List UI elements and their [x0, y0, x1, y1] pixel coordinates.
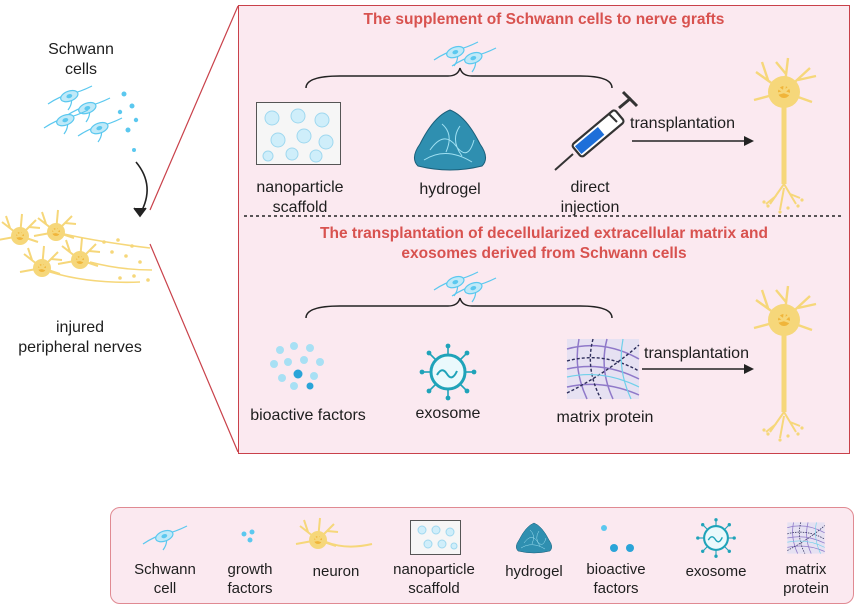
- injured-nerves-icon: [0, 209, 153, 284]
- bioactive-factors-icon: [270, 342, 324, 390]
- injured-nerves-label: injured peripheral nerves: [18, 319, 142, 356]
- top-neuron-icon: [748, 50, 828, 210]
- bottom-item-label-2: exosome: [415, 405, 481, 422]
- legend-label-2: growth factors: [227, 561, 273, 597]
- legend-neuron-icon: [295, 517, 373, 550]
- bottom-neuron-icon: [748, 278, 828, 438]
- legend-label-7: exosome: [685, 563, 747, 580]
- legend-label-1: Schwann cell: [134, 561, 196, 597]
- zoom-lines: [149, 5, 239, 453]
- top-item-label-3: direct injection: [560, 179, 620, 216]
- legend-exosome-icon: [695, 517, 737, 559]
- bottom-section-title: The transplantation of decellularized ex…: [320, 225, 768, 262]
- legend-schwann-cell-icon: [142, 525, 188, 551]
- top-item-label-2: hydrogel: [419, 181, 481, 198]
- nanoparticle-scaffold-icon: [256, 102, 341, 165]
- top-item-label-1: nanoparticle scaffold: [256, 179, 344, 216]
- legend-label-4: nanoparticle scaffold: [393, 561, 475, 597]
- legend-hydrogel-icon: [515, 522, 553, 554]
- legend-label-6: bioactive factors: [586, 561, 646, 597]
- legend-label-5: hydrogel: [505, 563, 563, 580]
- legend-bioactive-factors-icon: [601, 525, 634, 552]
- curved-arrow-icon: [133, 161, 148, 218]
- matrix-protein-icon: [566, 338, 640, 400]
- bottom-arrow: [642, 364, 754, 374]
- section-divider: [244, 215, 844, 217]
- main-panel: [238, 5, 850, 454]
- schwann-cells-cluster-icon: [43, 85, 139, 152]
- top-arrow: [632, 136, 754, 146]
- bottom-brace: [305, 297, 613, 319]
- hydrogel-icon: [413, 109, 487, 171]
- top-arrow-label: transplantation: [630, 115, 735, 132]
- legend-matrix-protein-icon: [786, 522, 826, 554]
- bottom-arrow-label: transplantation: [644, 345, 749, 362]
- bottom-item-label-1: bioactive factors: [250, 407, 366, 424]
- legend-growth-factors-icon: [241, 529, 255, 543]
- legend-nanoparticle-scaffold-icon: [410, 520, 461, 555]
- schwann-cells-label: Schwann cells: [48, 41, 114, 78]
- legend-label-3: neuron: [312, 563, 360, 580]
- legend-label-8: matrix protein: [783, 561, 829, 597]
- legend-panel: [110, 507, 854, 604]
- bottom-item-label-3: matrix protein: [556, 409, 654, 426]
- top-section-title: The supplement of Schwann cells to nerve…: [363, 11, 725, 28]
- exosome-icon: [418, 342, 478, 402]
- top-brace: [305, 67, 613, 89]
